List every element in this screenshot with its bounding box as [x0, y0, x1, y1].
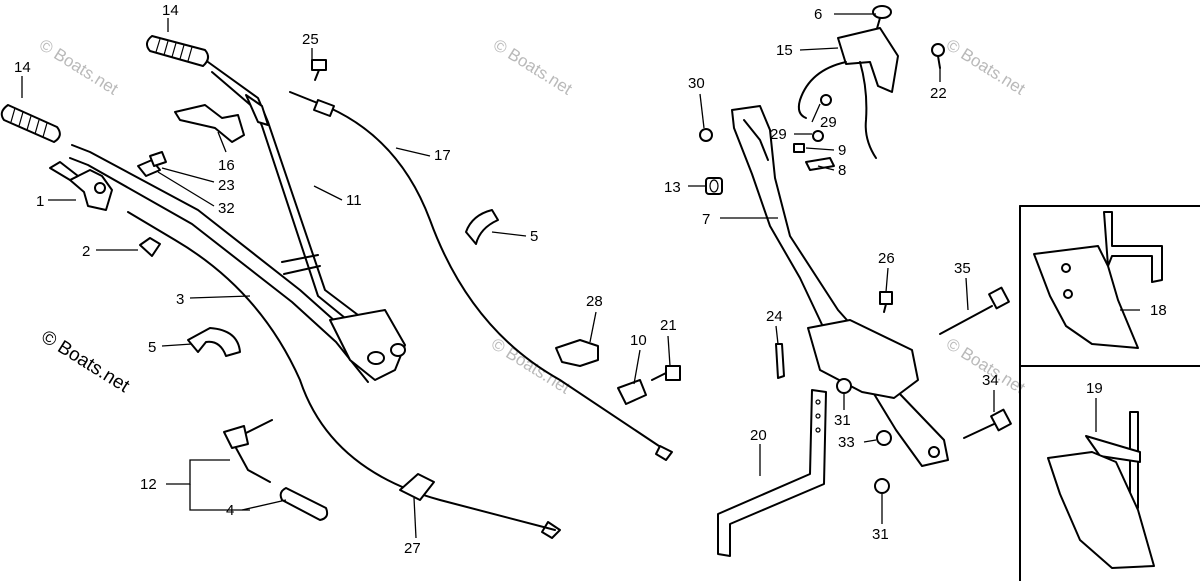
watermark-text: © Boats.net [488, 334, 574, 397]
callout-13: 13 [664, 179, 681, 196]
bolt-illustration [931, 43, 945, 69]
handlebar-assembly-illustration [0, 35, 681, 539]
callout-5: 5 [148, 339, 156, 356]
callout-4: 4 [226, 502, 234, 519]
plow-illustration [1047, 411, 1155, 569]
callout-34: 34 [982, 372, 999, 389]
nut-illustration [820, 94, 832, 106]
callout-31: 31 [834, 412, 851, 429]
callout-20: 20 [750, 427, 767, 444]
nut-illustration [874, 478, 890, 494]
callout-15: 15 [776, 42, 793, 59]
callout-28: 28 [586, 293, 603, 310]
frame-assembly-illustration [699, 5, 1012, 557]
callout-10: 10 [630, 332, 647, 349]
callout-26: 26 [878, 250, 895, 267]
wire-illustration [797, 61, 847, 119]
bushing-illustration [705, 177, 723, 195]
plow-illustration [1033, 211, 1163, 349]
callout-16: 16 [218, 157, 235, 174]
callout-35: 35 [954, 260, 971, 277]
callout-6: 6 [814, 6, 822, 23]
callout-25: 25 [302, 31, 319, 48]
cable-clip-illustration [465, 209, 499, 245]
clamp-illustration [245, 94, 269, 126]
callout-27: 27 [404, 540, 421, 557]
cable-end-illustration [541, 521, 561, 539]
callout-21: 21 [660, 317, 677, 334]
callout-labels: 14 14 25 16 23 32 1 11 17 2 5 3 5 28 10 … [14, 2, 1167, 557]
main-frame-illustration [731, 105, 949, 467]
callout-31: 31 [872, 526, 889, 543]
callout-14: 14 [162, 2, 179, 19]
callout-14: 14 [14, 59, 31, 76]
callout-30: 30 [688, 75, 705, 92]
cable-clip-illustration [399, 473, 435, 501]
throttle-lever-illustration [49, 161, 113, 211]
bolt-illustration [651, 365, 681, 381]
callout-24: 24 [766, 308, 783, 325]
handlebar-frame-illustration [69, 61, 406, 383]
watermark-text: © Boats.net [943, 35, 1029, 98]
nut-illustration [812, 130, 824, 142]
bracket-illustration [617, 379, 647, 405]
cable-fitting-illustration [313, 99, 335, 117]
nut-illustration [699, 128, 713, 142]
inset-frame [1019, 205, 1200, 581]
callout-33: 33 [838, 434, 855, 451]
lever-grip-illustration [279, 487, 329, 521]
callout-19: 19 [1086, 380, 1103, 397]
cable-end-illustration [655, 445, 673, 461]
callout-11: 11 [346, 192, 362, 209]
hitch-bar-illustration [717, 389, 827, 557]
callout-32: 32 [218, 200, 235, 217]
wire-illustration [859, 61, 877, 159]
callout-29: 29 [770, 126, 787, 143]
bracket-illustration [174, 104, 245, 143]
grip-left-illustration [0, 104, 61, 143]
callout-22: 22 [930, 85, 947, 102]
cable-clamp-illustration [555, 339, 599, 367]
grip-top-illustration [146, 35, 209, 67]
watermark-text: © Boats.net [490, 35, 576, 98]
callout-8: 8 [838, 162, 846, 179]
callout-2: 2 [82, 243, 90, 260]
lever-illustration [223, 419, 273, 483]
callout-1: 1 [36, 193, 44, 210]
washer-illustration [793, 143, 805, 153]
bolt-illustration [963, 408, 1012, 439]
callout-5: 5 [530, 228, 538, 245]
watermark-large: © Boats.net [37, 326, 133, 397]
callout-7: 7 [702, 211, 710, 228]
watermark-text: © Boats.net [36, 35, 122, 98]
clip-illustration [139, 237, 161, 257]
callout-29: 29 [820, 114, 837, 131]
throttle-cable-illustration [127, 211, 556, 531]
switch-bracket-illustration [837, 27, 899, 93]
leader-lines [21, 13, 1140, 539]
callout-9: 9 [838, 142, 846, 159]
callout-3: 3 [176, 291, 184, 308]
control-cable-illustration [289, 91, 669, 453]
long-bolt-illustration [939, 286, 1010, 335]
cable-clip-illustration [187, 327, 241, 357]
nut-illustration [876, 430, 892, 446]
bolt-illustration [879, 291, 893, 313]
bracket-illustration [805, 157, 835, 171]
callout-12: 12 [140, 476, 157, 493]
washer-illustration [149, 151, 167, 167]
callout-17: 17 [434, 147, 451, 164]
bolt-illustration [311, 59, 327, 81]
callout-18: 18 [1150, 302, 1167, 319]
pin-illustration [775, 343, 785, 379]
callout-23: 23 [218, 177, 235, 194]
